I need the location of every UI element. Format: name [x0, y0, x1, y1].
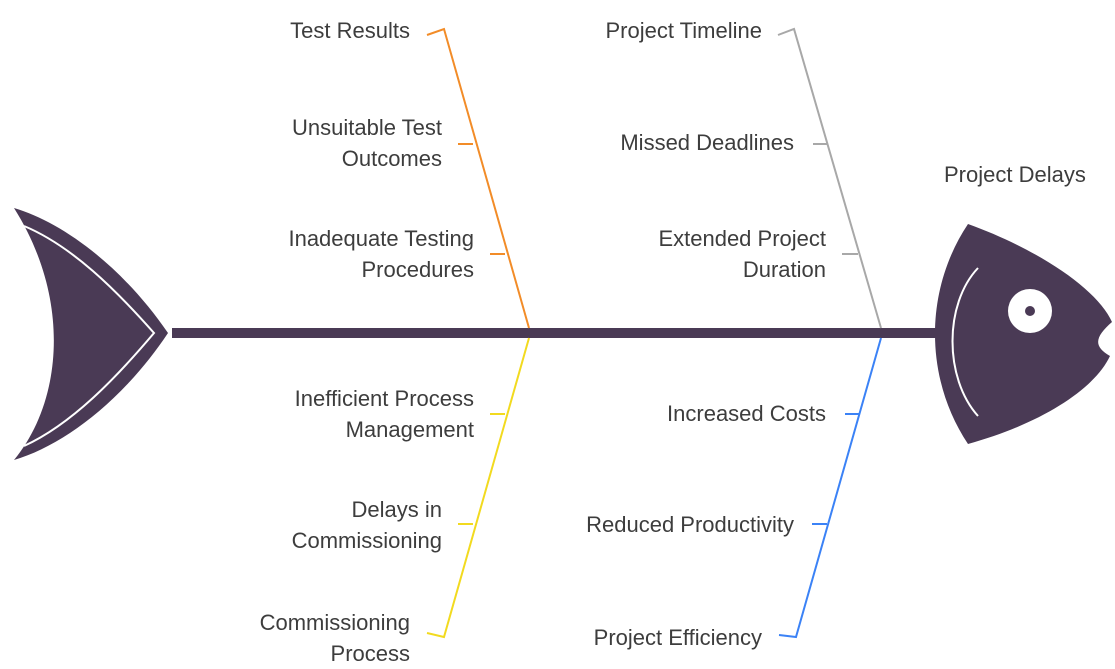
cause-label-line: Project Efficiency	[593, 625, 762, 650]
effect-label: Project Delays	[944, 162, 1086, 187]
fish-gill-line	[951, 267, 979, 417]
cause-label: Test Results	[290, 15, 410, 46]
fish-tail-highlight	[23, 225, 156, 447]
cause-label-line: Project Timeline	[605, 18, 762, 43]
fish-head	[935, 224, 1112, 444]
bone-top-left	[426, 27, 530, 329]
cause-label: Project Efficiency	[594, 622, 762, 653]
cause-label-line: Procedures	[361, 257, 474, 282]
cause-label-line: Missed Deadlines	[620, 130, 794, 155]
cause-label-line: Management	[345, 417, 474, 442]
cause-label: Delays in Commissioning	[292, 494, 442, 556]
cause-label: Missed Deadlines	[620, 127, 794, 158]
bone-top-right	[777, 27, 882, 329]
fish-spine	[172, 328, 947, 338]
cause-label-line: Process	[330, 641, 410, 666]
cause-label: Extended Project Duration	[658, 223, 826, 285]
cause-label: Project Timeline	[605, 15, 762, 46]
cause-label: Unsuitable Test Outcomes	[292, 112, 442, 174]
fish-tail	[14, 208, 168, 460]
cause-label-line: Commissioning	[291, 528, 442, 553]
cause-label-line: Duration	[742, 257, 826, 282]
cause-label-line: Reduced Productivity	[586, 512, 794, 537]
cause-label-line: Unsuitable Test	[291, 115, 442, 140]
cause-label-line: Extended Project	[658, 226, 826, 251]
cause-label-line: Commissioning	[259, 610, 410, 635]
cause-label: Inadequate Testing Procedures	[288, 223, 474, 285]
cause-label-line: Outcomes	[341, 146, 442, 171]
cause-label-line: Test Results	[290, 18, 410, 43]
cause-label-line: Increased Costs	[667, 401, 826, 426]
bone-bottom-left	[426, 337, 530, 639]
cause-label-line: Inadequate Testing	[288, 226, 474, 251]
cause-label: Inefficient Process Management	[295, 383, 474, 445]
bone-bottom-right	[778, 337, 882, 639]
cause-label-line: Inefficient Process	[294, 386, 474, 411]
fish-pupil	[1025, 306, 1035, 316]
cause-label: Increased Costs	[667, 398, 826, 429]
cause-label-line: Delays in	[351, 497, 442, 522]
cause-label: Reduced Productivity	[586, 509, 794, 540]
cause-label: Commissioning Process	[260, 607, 410, 669]
